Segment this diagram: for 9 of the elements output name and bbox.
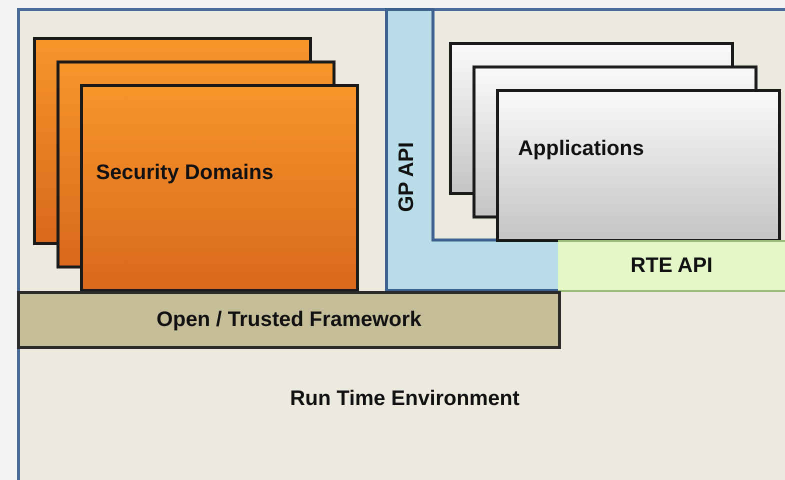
layer-label: Applications — [518, 137, 644, 161]
layer-label: Security Domains — [96, 161, 274, 185]
framework-bar: Open / Trusted Framework — [17, 291, 561, 349]
application-card-stack — [449, 42, 781, 242]
api-bar: RTE API — [558, 240, 785, 292]
layer-label: Run Time Environment — [290, 387, 520, 411]
layer-label: GP API — [395, 142, 419, 212]
environment-frame — [17, 8, 785, 480]
security-domain-card-stack — [33, 37, 359, 292]
